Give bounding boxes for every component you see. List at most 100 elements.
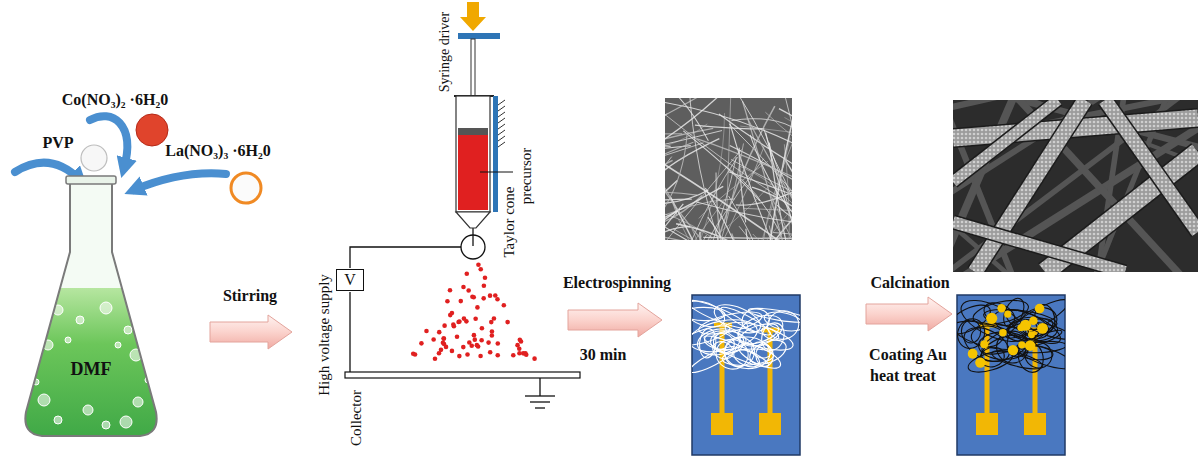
reagent-name: Co(NO₃)₂ ·6H₂0 xyxy=(62,91,168,109)
fiber xyxy=(765,112,792,155)
electrospinning-setup xyxy=(345,2,580,408)
ground-symbol xyxy=(530,401,550,402)
fiber-loop xyxy=(959,321,1016,369)
fiber-loop xyxy=(734,309,788,352)
jet-droplet xyxy=(457,319,462,324)
fiber-mat xyxy=(692,296,800,377)
fiber xyxy=(689,98,726,240)
jet-droplet xyxy=(431,337,436,342)
fiber xyxy=(747,117,792,218)
jet-droplet xyxy=(473,316,478,321)
jet-droplet xyxy=(489,320,494,325)
fiber xyxy=(695,200,792,240)
jet-droplet xyxy=(442,323,447,328)
reagent-name: La(NO₃)₃ ·6H₂0 xyxy=(165,142,271,160)
fiber xyxy=(953,100,1198,272)
syringe-barrel xyxy=(456,96,490,212)
jet-droplet xyxy=(517,351,522,356)
fiber xyxy=(731,159,792,207)
jet-droplet xyxy=(470,294,475,299)
fiber xyxy=(1105,100,1198,232)
jet-droplet xyxy=(472,333,477,338)
jet-droplet xyxy=(532,356,537,361)
fiber-loop xyxy=(692,296,728,332)
fiber xyxy=(750,135,792,215)
fiber xyxy=(665,103,776,195)
fiber-edge xyxy=(953,100,1058,182)
fiber-loop xyxy=(1002,295,1065,344)
fiber xyxy=(665,102,792,161)
syringe-tip xyxy=(456,212,490,228)
step-condition: Coating Au xyxy=(869,346,947,364)
hatch xyxy=(498,106,505,111)
jet-droplet xyxy=(450,311,455,316)
fiber xyxy=(739,226,792,240)
fiber-loop xyxy=(719,303,773,338)
jet-droplet xyxy=(505,320,510,325)
jet-droplet xyxy=(472,337,477,342)
jet-droplet xyxy=(457,354,462,359)
sensor-chip xyxy=(943,292,1076,455)
hatch xyxy=(498,136,505,141)
fiber xyxy=(705,188,746,240)
bubble xyxy=(65,337,71,343)
gold-particle xyxy=(1004,311,1011,318)
fiber-loop xyxy=(971,325,1004,347)
electrode-pad xyxy=(711,413,733,435)
collector-plate xyxy=(345,372,580,378)
plunger-rod xyxy=(471,39,475,96)
part-label: precursor xyxy=(518,148,535,205)
step-label: Calcination xyxy=(870,274,949,292)
gold-particle xyxy=(1020,320,1031,331)
fiber xyxy=(784,117,792,150)
jet-droplet xyxy=(502,303,507,308)
bubble xyxy=(102,421,110,429)
jet-droplet xyxy=(517,346,522,351)
jet-droplet xyxy=(495,341,500,346)
jet-droplet xyxy=(469,343,474,348)
fiber xyxy=(735,98,792,212)
bubble xyxy=(76,316,84,324)
fiber xyxy=(769,226,779,240)
jet-droplet xyxy=(411,351,416,356)
reagent-arrow xyxy=(134,173,226,190)
jet-droplet xyxy=(495,353,500,358)
jet-droplet xyxy=(476,344,481,349)
fiber-edge xyxy=(953,222,1125,272)
electrode-pad xyxy=(759,413,781,435)
jet-droplet xyxy=(441,336,446,341)
step-condition: heat treat xyxy=(870,367,936,385)
jet-droplet xyxy=(437,330,442,335)
needle xyxy=(472,228,474,246)
fiber-loop xyxy=(702,331,772,371)
jet-droplet xyxy=(442,336,447,341)
jet-droplet xyxy=(479,338,484,343)
jet-droplet xyxy=(482,283,487,288)
hatch xyxy=(498,142,505,147)
gold-particle xyxy=(999,329,1007,337)
jet-droplet xyxy=(488,293,493,298)
bubble xyxy=(38,394,50,406)
pvp-powder xyxy=(81,145,107,171)
jet-droplet xyxy=(424,329,429,334)
fiber-loop xyxy=(1017,340,1065,355)
jet-droplet xyxy=(451,322,456,327)
jet-droplet xyxy=(466,288,471,293)
gold-particle xyxy=(986,313,997,324)
sem-background xyxy=(953,100,1198,272)
jet-droplet xyxy=(458,299,463,304)
fiber xyxy=(703,143,744,240)
flask-outline xyxy=(25,182,156,436)
reagent-name: PVP xyxy=(42,134,73,152)
jet-droplet xyxy=(478,354,483,359)
jet-droplet xyxy=(464,271,469,276)
fiber xyxy=(753,234,792,240)
step-label: Stirring xyxy=(223,287,277,305)
gold-particle xyxy=(1037,323,1048,334)
process-arrow xyxy=(568,303,662,337)
flask-shape xyxy=(18,170,164,445)
support-bar xyxy=(493,96,498,212)
jet-droplet xyxy=(490,329,495,334)
